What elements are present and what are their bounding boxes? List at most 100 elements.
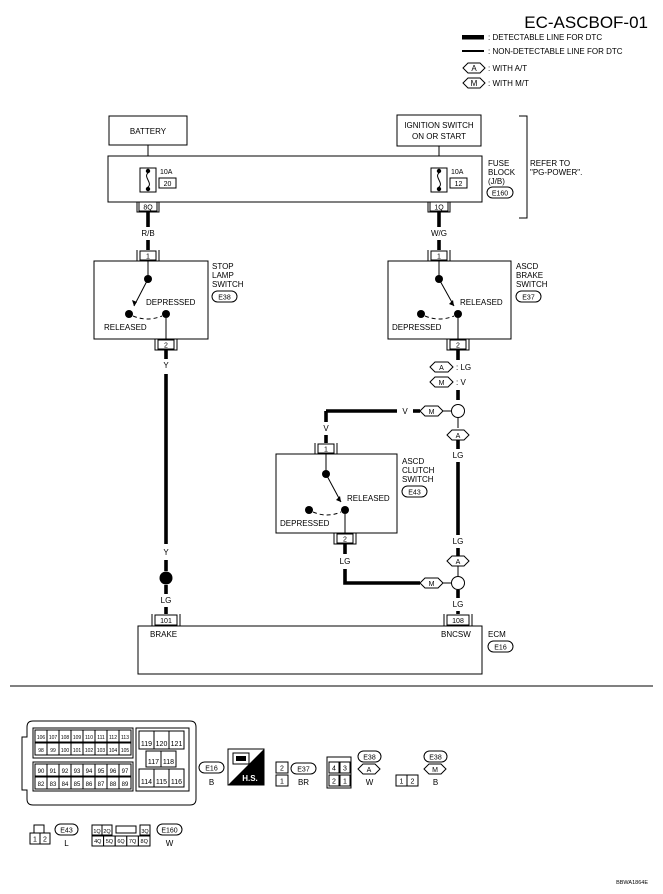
brake-switch-arm-arrow: [449, 300, 454, 306]
mt-badge-wire-color: M: [429, 376, 454, 388]
connector-pin-number: 1Q: [93, 829, 101, 835]
brake-switch-box: [387, 260, 512, 340]
clutch-switch-arm-arrow: [336, 496, 341, 502]
terminal-8q: 8Q: [136, 201, 160, 213]
clutch-switch-dash-link: [312, 511, 342, 516]
connector-pin-cell: [160, 750, 177, 768]
connector-pin-number: 114: [141, 779, 152, 786]
at-badge-lower: A: [446, 555, 470, 567]
wire-label-m-v: : V: [456, 378, 466, 387]
connector-pin-number: 89: [122, 782, 129, 788]
connector-pin-number: 107: [49, 735, 58, 741]
fuse-block-label-3: (J/B): [488, 177, 505, 186]
svg-text:M: M: [439, 380, 445, 387]
connector-e38-at-face: 4 3 2 1: [326, 756, 352, 789]
brake-switch-pin-2: 2: [446, 339, 470, 351]
connector-pin-number: 6Q: [117, 839, 125, 845]
ignition-label-1: IGNITION SWITCH: [404, 121, 474, 130]
mt-badge-upper: M: [419, 405, 444, 417]
svg-text:E37: E37: [522, 295, 535, 302]
connector-pin-number: 118: [163, 759, 174, 766]
svg-text:1Q: 1Q: [434, 205, 444, 212]
stop-lamp-pin-2: 2: [154, 339, 178, 351]
connector-pin-number: 111: [97, 735, 105, 741]
wire-label-v-down: V: [323, 424, 329, 433]
clutch-switch-released-label: RELEASED: [347, 494, 390, 503]
connector-pin-number: 85: [74, 782, 81, 788]
svg-text:M: M: [471, 79, 478, 88]
legend-non-detectable-text: : NON-DETECTABLE LINE FOR DTC: [488, 47, 623, 56]
svg-text:M: M: [432, 767, 438, 774]
connector-pin-number: 2Q: [103, 829, 111, 835]
connector-e160-badge: E160: [156, 823, 183, 836]
wire-label-y-bottom: Y: [163, 548, 169, 557]
svg-text:E160: E160: [492, 191, 508, 198]
svg-text:1: 1: [343, 779, 347, 786]
connector-e38-mt-face: 1 2: [395, 774, 419, 787]
connector-pin-number: 92: [62, 769, 69, 775]
connector-e38-at-badge: E38 A: [357, 750, 382, 775]
connector-pin-number: 96: [110, 769, 117, 775]
refer-label-1: REFER TO: [530, 159, 570, 168]
svg-text:2: 2: [411, 779, 415, 786]
connector-pin-cell: [168, 768, 185, 788]
stop-lamp-depressed-label: DEPRESSED: [146, 298, 196, 307]
stop-lamp-released-label: RELEASED: [104, 323, 147, 332]
connector-e38-mt-badge: E38 M: [423, 750, 448, 775]
connector-e43-face: 1 2: [29, 824, 51, 845]
stop-lamp-pin-1: 1: [136, 250, 160, 262]
stop-lamp-name-3: SWITCH: [212, 280, 244, 289]
connector-pin-number: 88: [110, 782, 117, 788]
svg-text:A: A: [367, 767, 372, 774]
legend-mt-text: : WITH M/T: [488, 79, 529, 88]
mt-badge-lower: M: [419, 577, 444, 589]
ecm-connector-badge: E16: [487, 640, 514, 653]
svg-text:2: 2: [43, 837, 47, 844]
fuse-right: [430, 167, 448, 193]
svg-text:A: A: [456, 559, 461, 566]
connector-pin-number: 110: [85, 735, 93, 741]
connector-pin-cell: [118, 742, 132, 756]
connector-e38-mt-color: B: [433, 778, 438, 787]
svg-text:A: A: [439, 365, 444, 372]
option-splice-upper: [451, 404, 465, 418]
wire-label-lg-left: LG: [161, 596, 172, 605]
connector-pin-cell: [118, 776, 132, 790]
connector-pin-number: 84: [62, 782, 69, 788]
svg-text:108: 108: [452, 618, 464, 625]
stop-lamp-connector-badge: E38: [211, 290, 238, 303]
legend-at-badge: A: [462, 62, 486, 74]
connector-pin-number: 103: [97, 748, 106, 754]
brake-switch-connector-badge: E37: [515, 290, 542, 303]
svg-text:1: 1: [400, 779, 404, 786]
clutch-switch-arm: [325, 473, 342, 503]
brake-switch-dash-link: [424, 315, 455, 320]
connector-pin-number: 5Q: [106, 839, 114, 845]
wire-label-y-top: Y: [163, 361, 169, 370]
clutch-switch-pin-1: 1: [314, 443, 338, 455]
fuse-right-amp: 10A: [451, 169, 464, 176]
connector-pin-number: 87: [98, 782, 105, 788]
connector-pin-number: 117: [148, 759, 159, 766]
svg-text:A: A: [471, 64, 477, 73]
wire-label-v-branch: V: [402, 407, 408, 416]
svg-text:1: 1: [280, 779, 284, 786]
connector-key-slot: [115, 825, 137, 834]
svg-text:E37: E37: [297, 767, 310, 774]
fuse-left-amp: 10A: [160, 169, 173, 176]
ignition-label-2: ON OR START: [412, 132, 466, 141]
svg-text:E43: E43: [408, 490, 421, 497]
wire-label-rb: R/B: [141, 229, 154, 238]
option-splice-lower: [451, 576, 465, 590]
svg-text:E38: E38: [363, 755, 376, 762]
fuse-left: [139, 167, 157, 193]
brake-switch-depressed-contact: [417, 310, 425, 318]
svg-text:H.S.: H.S.: [242, 774, 258, 783]
connector-pin-number: 104: [109, 748, 118, 754]
ecm-label-brake: BRAKE: [150, 630, 177, 639]
harness-side-icon: H.S.: [227, 748, 265, 786]
connector-pin-number: 86: [86, 782, 93, 788]
clutch-switch-name-1: ASCD: [402, 457, 424, 466]
connector-pin-number: 97: [122, 769, 129, 775]
connector-e38-at-color: W: [366, 778, 374, 787]
